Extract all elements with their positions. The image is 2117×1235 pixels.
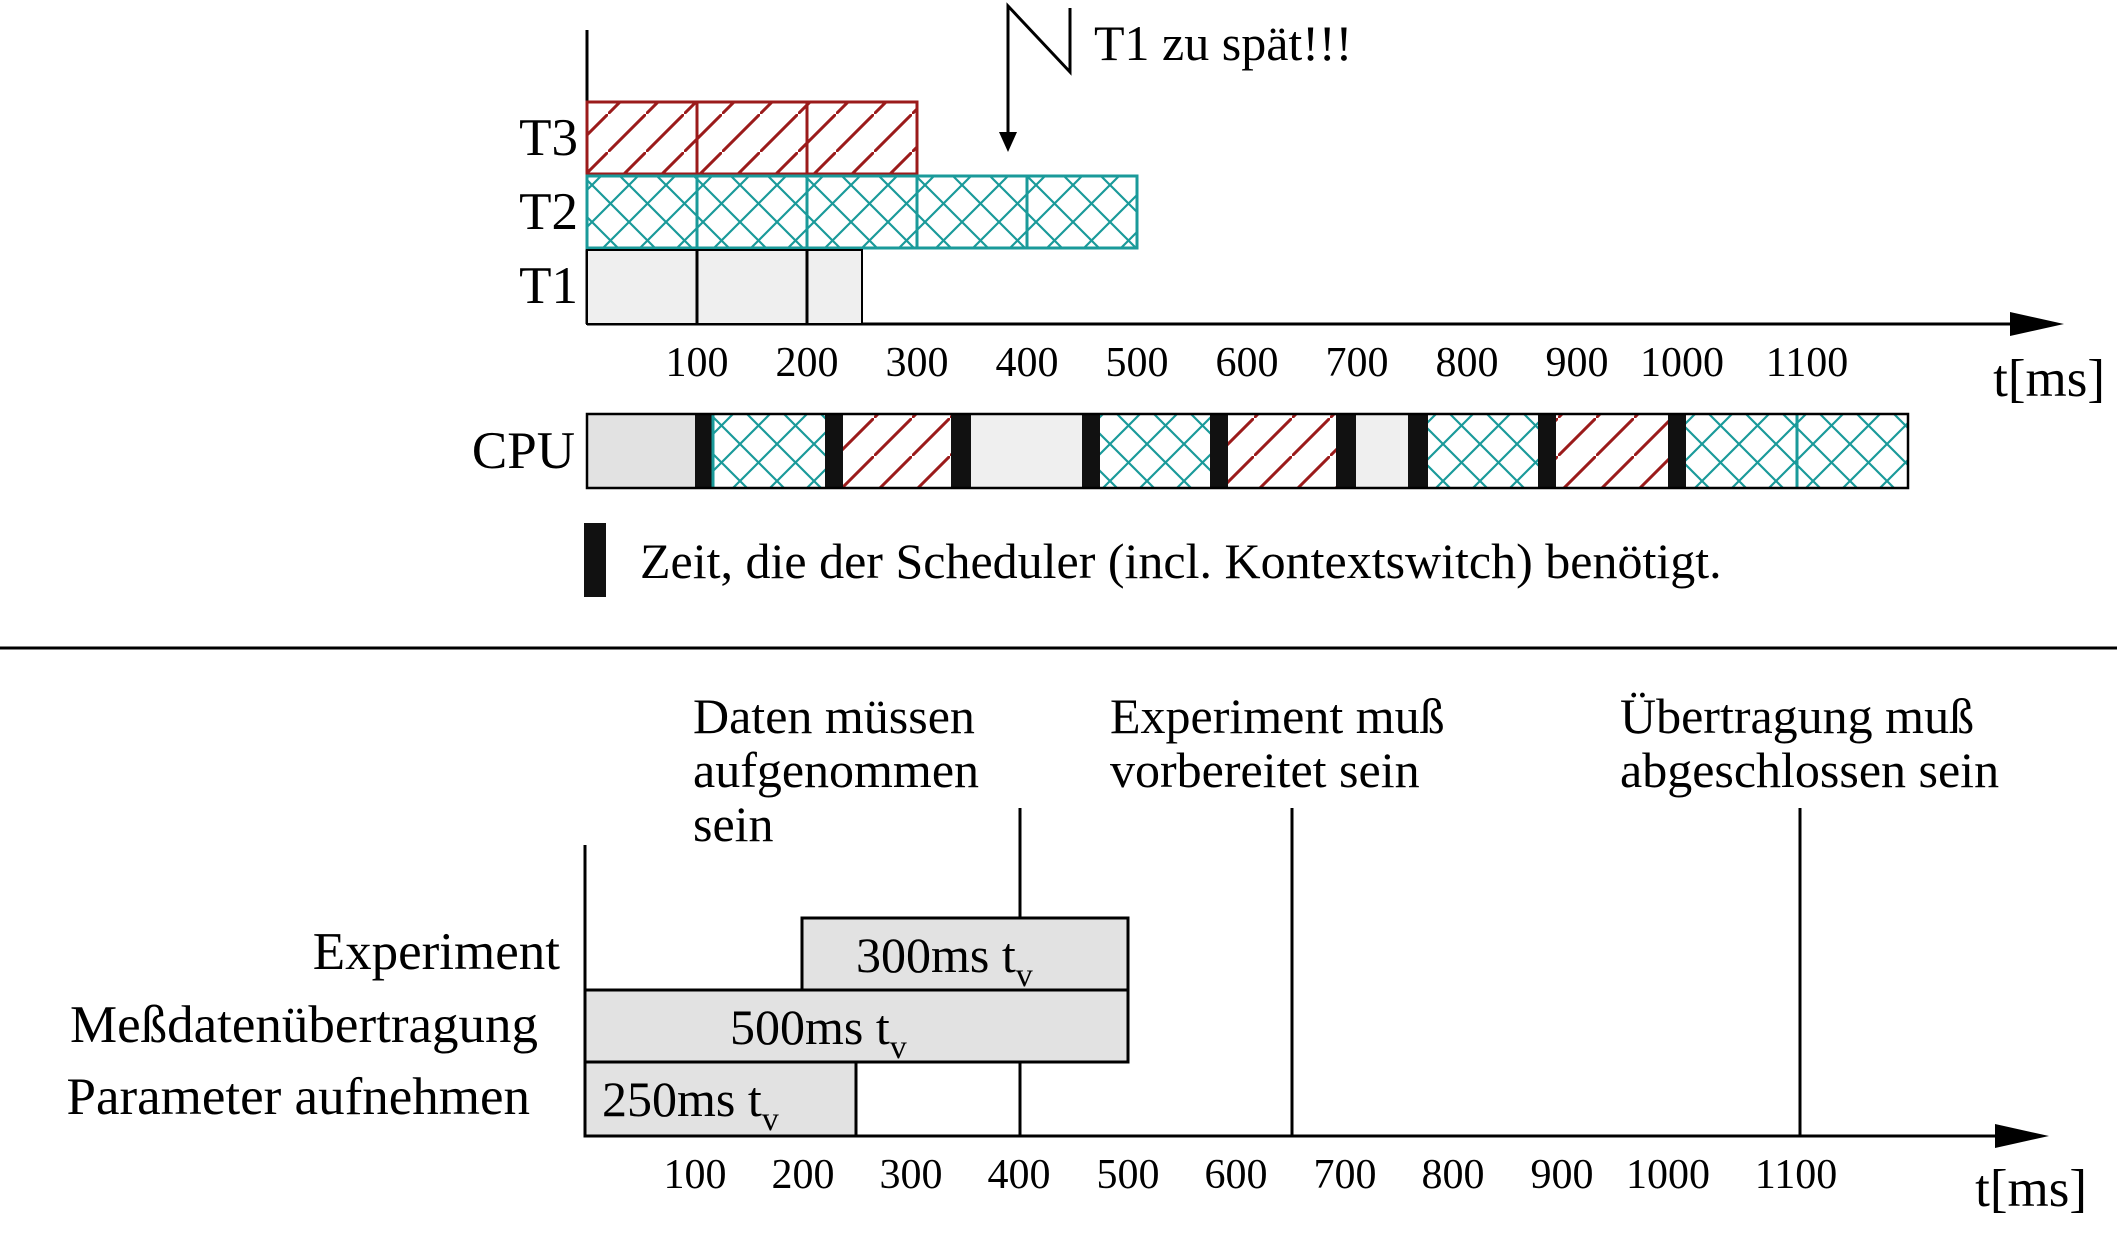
bottom-tick-label: 900	[1531, 1152, 1594, 1198]
lightning-arrow-icon	[1006, 2, 1072, 136]
top-axis-unit: t[ms]	[1993, 350, 2105, 408]
bottom-tick-labels: 100 200 300 400 500 600 700 800 900 1000…	[664, 1152, 1838, 1198]
bar-measurement-transfer	[583, 988, 1130, 1064]
row-label-experiment: Experiment	[313, 923, 561, 981]
bar-duration: 250ms t	[602, 1071, 762, 1127]
cpu-timeline	[585, 412, 1910, 490]
top-tick-label: 600	[1216, 340, 1279, 386]
task-label-t1: T1	[519, 257, 578, 315]
bar-parameter-recording	[583, 1060, 858, 1138]
top-tick-label: 100	[666, 340, 729, 386]
task-bar-t1	[586, 249, 863, 325]
bottom-tick-label: 100	[664, 1152, 727, 1198]
bar-subscript: v	[890, 1029, 907, 1066]
top-tick-label: 300	[886, 340, 949, 386]
bar-text-measurement-transfer: 500ms tv	[730, 999, 907, 1066]
bottom-tick-label: 400	[988, 1152, 1051, 1198]
top-x-axis-arrow	[2010, 312, 2064, 336]
lightning-arrow-head	[999, 132, 1017, 152]
annotation-line: vorbereitet sein	[1110, 742, 1420, 798]
annotation-line: Daten müssen	[693, 688, 975, 744]
top-schedule-chart: T3 T2 T1 T1 zu spät!!! 100 200 300 400 5…	[472, 2, 2105, 597]
top-tick-label: 800	[1436, 340, 1499, 386]
top-tick-label: 900	[1546, 340, 1609, 386]
bar-duration: 300ms t	[856, 927, 1016, 983]
bottom-tick-label: 700	[1314, 1152, 1377, 1198]
bottom-tick-label: 1000	[1626, 1152, 1710, 1198]
scheduler-legend-text: Zeit, die der Scheduler (incl. Kontextsw…	[640, 533, 1722, 589]
bottom-x-axis-arrow	[1995, 1124, 2049, 1148]
bottom-tick-label: 200	[772, 1152, 835, 1198]
annotation-line: aufgenommen	[693, 742, 979, 798]
top-tick-label: 500	[1106, 340, 1169, 386]
top-tick-label: 400	[996, 340, 1059, 386]
task-label-t3: T3	[519, 109, 578, 167]
top-tick-label: 1000	[1640, 340, 1724, 386]
task-label-t2: T2	[519, 183, 578, 241]
bar-duration: 500ms t	[730, 999, 890, 1055]
annotation-line: abgeschlossen sein	[1620, 742, 1999, 798]
top-tick-label: 700	[1326, 340, 1389, 386]
bottom-axis-unit: t[ms]	[1975, 1160, 2087, 1218]
bottom-tick-label: 1100	[1755, 1152, 1837, 1198]
row-label-measurement-transfer: Meßdatenübertragung	[70, 996, 538, 1054]
annotation-line: Übertragung muß	[1620, 688, 1974, 744]
bottom-tick-label: 500	[1097, 1152, 1160, 1198]
top-tick-labels: 100 200 300 400 500 600 700 800 900 1000…	[666, 340, 1849, 386]
task-bar-t2	[585, 174, 1139, 250]
annotation-line: Experiment muß	[1110, 688, 1445, 744]
bar-subscript: v	[762, 1101, 779, 1138]
warning-text: T1 zu spät!!!	[1094, 15, 1352, 71]
cpu-label: CPU	[472, 422, 575, 480]
bar-subscript: v	[1016, 957, 1033, 994]
annotation-line: sein	[693, 796, 774, 852]
bar-text-experiment: 300ms tv	[856, 927, 1033, 994]
scheduler-legend-swatch	[584, 523, 606, 597]
row-label-parameter-recording: Parameter aufnehmen	[66, 1068, 530, 1126]
task-bar-t3	[585, 100, 919, 176]
bottom-tick-label: 800	[1422, 1152, 1485, 1198]
bottom-tick-label: 600	[1205, 1152, 1268, 1198]
bar-text-parameter-recording: 250ms tv	[602, 1071, 779, 1138]
bottom-tick-label: 300	[880, 1152, 943, 1198]
top-tick-label: 200	[776, 340, 839, 386]
top-tick-label: 1100	[1766, 340, 1848, 386]
